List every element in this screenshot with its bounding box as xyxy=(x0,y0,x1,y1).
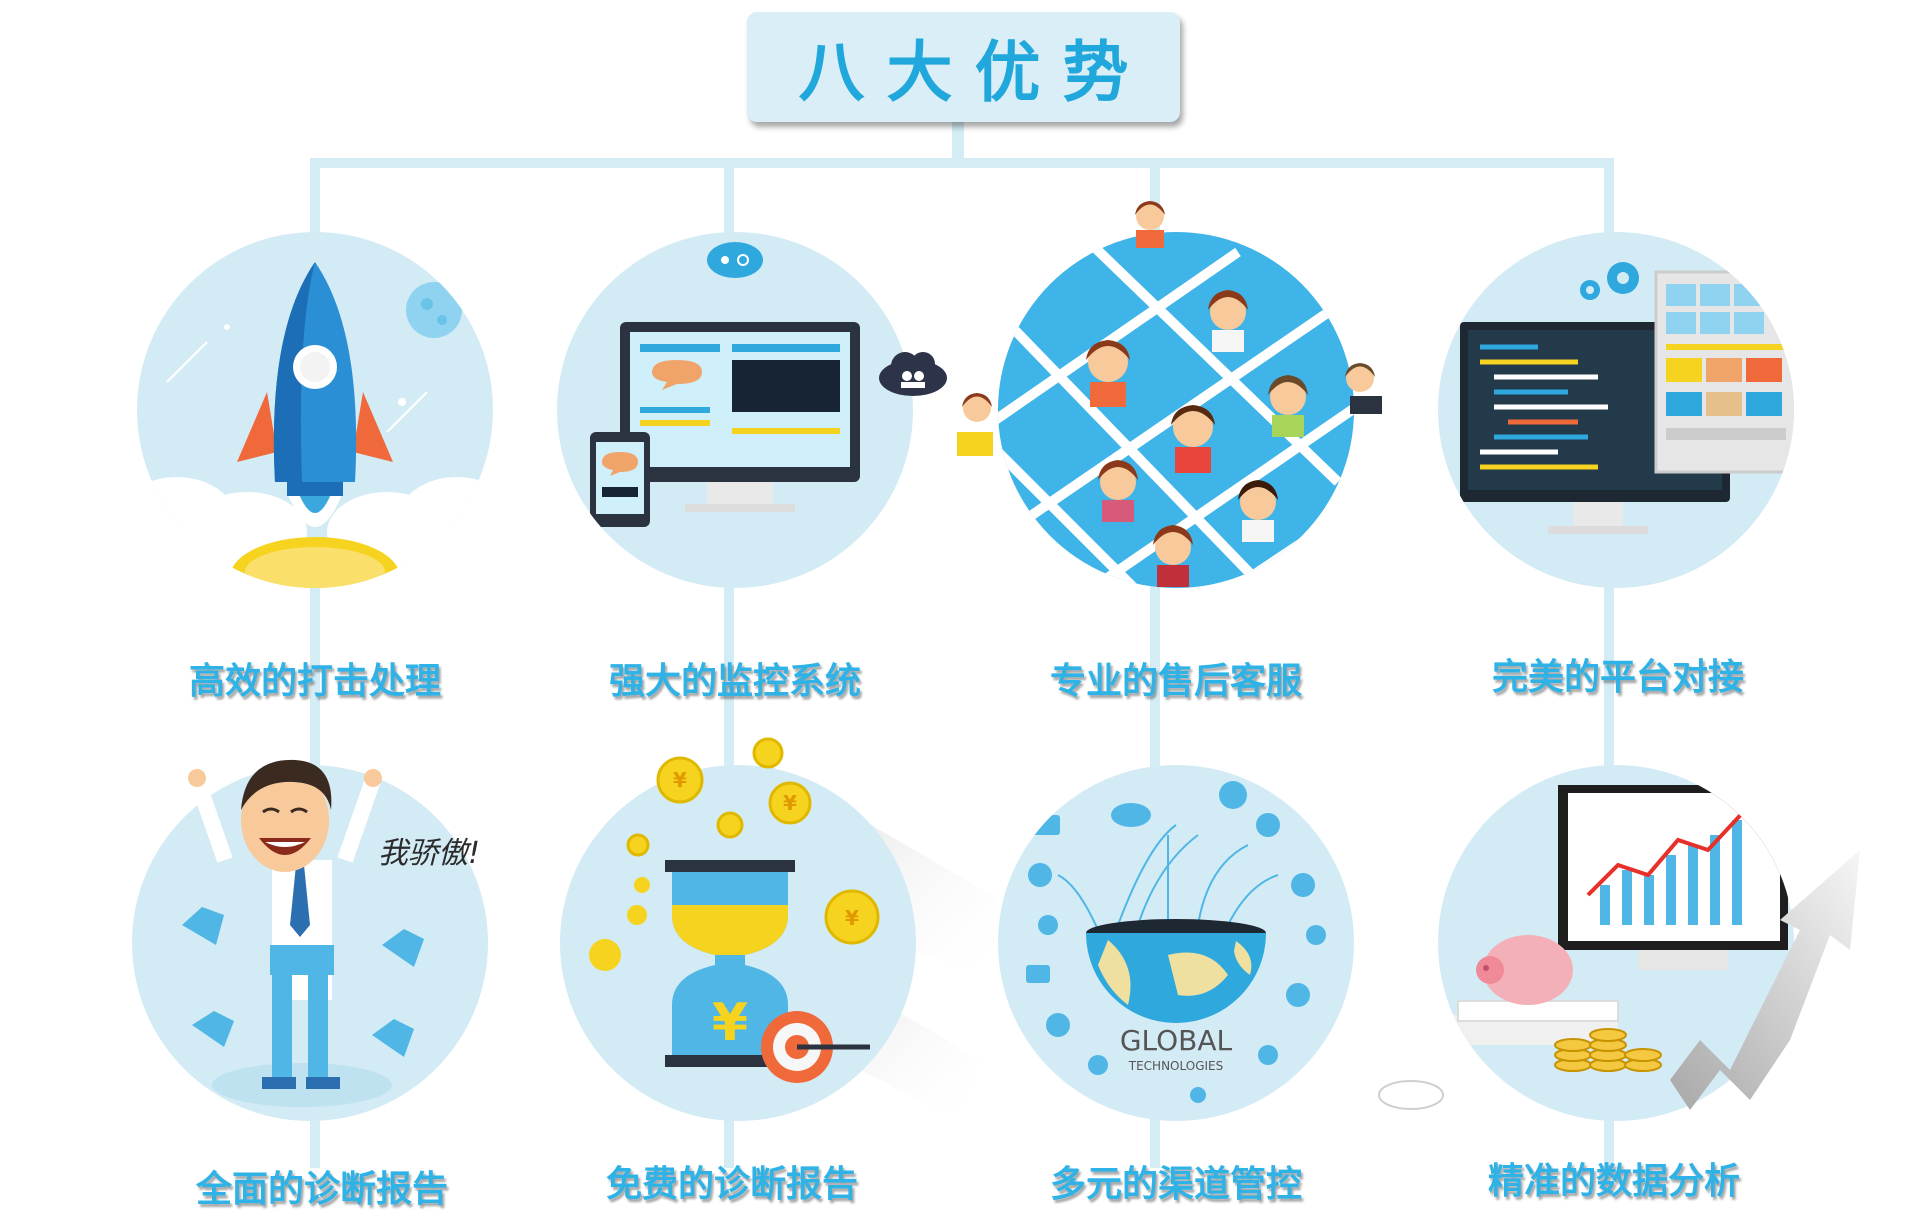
proud-text: 我骄傲! xyxy=(378,836,481,871)
hourglass-coins-icon: ¥ xyxy=(589,860,870,1083)
cheering-man-figure xyxy=(185,740,385,920)
computer-mouse xyxy=(1376,1075,1446,1115)
rocket-icon xyxy=(137,262,493,588)
advantage-circle-2 xyxy=(557,232,913,588)
globe-network-icon: GLOBAL TECHNOLOGIES xyxy=(1026,781,1326,1103)
advantage-circle-1 xyxy=(137,232,493,588)
agent-figure-top xyxy=(1130,200,1170,248)
advantage-circle-7: GLOBAL TECHNOLOGIES xyxy=(998,765,1354,1121)
advantage-label-6: 免费的诊断报告 xyxy=(605,1164,858,1205)
connector-drop-1 xyxy=(310,158,320,1168)
advantage-circle-3 xyxy=(998,232,1354,588)
title-box: 八大优势 xyxy=(747,12,1180,122)
connector-drop-2 xyxy=(724,158,734,1168)
agent-figure-right xyxy=(1340,360,1382,420)
advantage-label-8: 精准的数据分析 xyxy=(1487,1161,1740,1202)
connector-horizontal xyxy=(310,158,1614,168)
advantage-circle-4 xyxy=(1438,232,1794,588)
customer-service-icon xyxy=(998,232,1354,588)
page-title: 八大优势 xyxy=(798,34,1151,111)
advantage-label-5: 全面的诊断报告 xyxy=(195,1169,448,1210)
svg-text:¥: ¥ xyxy=(783,791,797,815)
svg-text:¥: ¥ xyxy=(845,906,859,930)
connector-drop-4 xyxy=(1604,158,1614,1168)
happy-man-icon xyxy=(182,860,424,1107)
svg-text:¥: ¥ xyxy=(673,768,687,792)
svg-text:¥: ¥ xyxy=(712,993,748,1053)
coins-group: ¥ ¥ ¥ xyxy=(590,735,880,975)
agent-figure-left xyxy=(955,390,995,460)
cloud-people-icon xyxy=(877,348,949,398)
svg-text:TECHNOLOGIES: TECHNOLOGIES xyxy=(1128,1059,1223,1073)
advantage-label-2: 强大的监控系统 xyxy=(608,661,861,702)
code-screen-icon xyxy=(1460,262,1794,534)
connector-drop-3 xyxy=(1150,158,1160,1168)
advantage-label-3: 专业的售后客服 xyxy=(1049,661,1302,702)
connector-trunk xyxy=(952,120,964,168)
growth-arrow xyxy=(1660,840,1880,1120)
monitor-icon xyxy=(590,242,860,527)
advantage-label-1: 高效的打击处理 xyxy=(188,661,441,702)
advantage-label-7: 多元的渠道管控 xyxy=(1049,1164,1302,1205)
advantage-label-4: 完美的平台对接 xyxy=(1491,657,1744,698)
svg-text:GLOBAL: GLOBAL xyxy=(1120,1024,1233,1057)
growth-chart-icon xyxy=(1448,785,1788,1072)
